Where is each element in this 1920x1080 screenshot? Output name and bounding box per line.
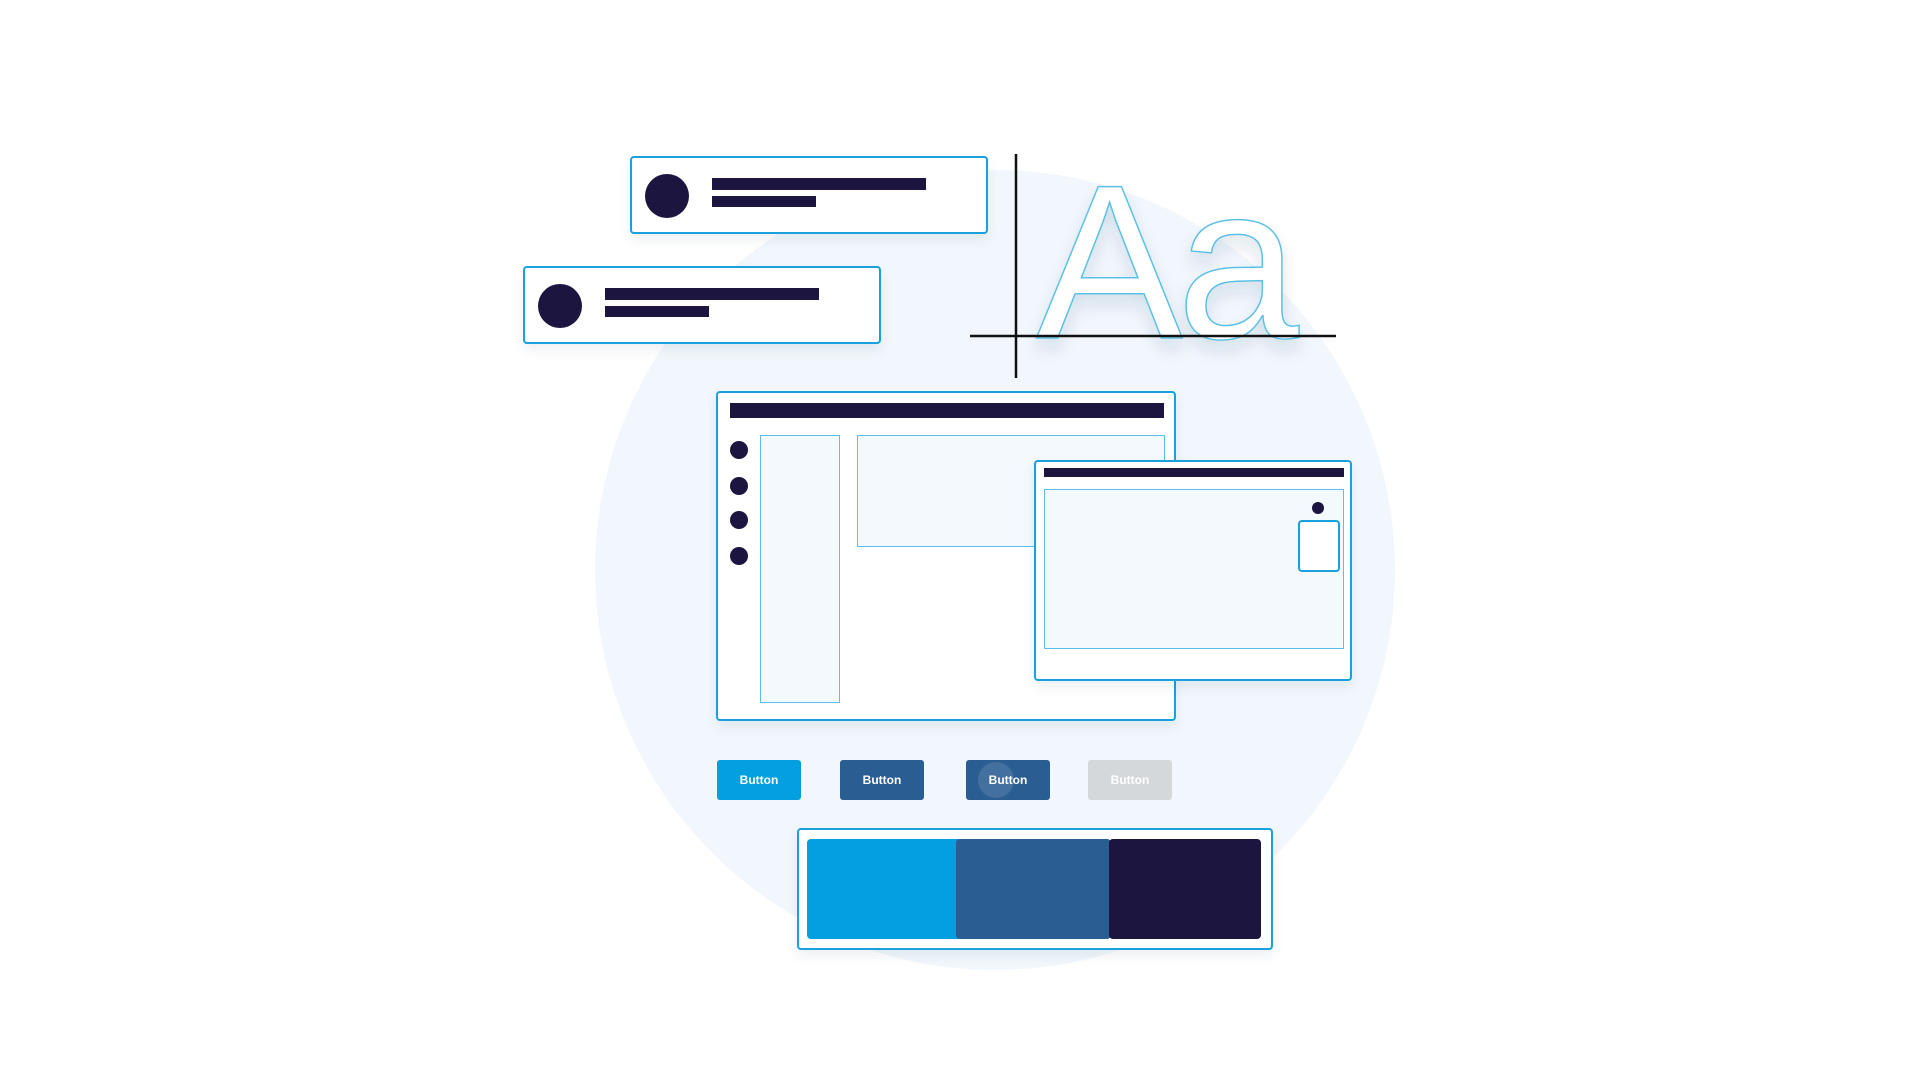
status-dot xyxy=(1312,502,1324,514)
pressed-button[interactable]: Button xyxy=(966,760,1050,800)
color-palette xyxy=(797,828,1273,950)
typography-glyphs: Aa xyxy=(1036,150,1300,385)
nav-dot[interactable] xyxy=(730,511,748,529)
user-card-top[interactable] xyxy=(630,156,988,234)
primary-button[interactable]: Button xyxy=(717,760,801,800)
button-label: Button xyxy=(988,773,1028,787)
secondary-button[interactable]: Button xyxy=(840,760,924,800)
typography-sample: Aa xyxy=(970,150,1336,386)
text-placeholder-line xyxy=(605,306,709,317)
text-placeholder-line xyxy=(712,178,926,190)
text-placeholder-line xyxy=(605,288,819,300)
disabled-button: Button xyxy=(1088,760,1172,800)
window-content-panel xyxy=(1044,489,1344,649)
nav-dot[interactable] xyxy=(730,477,748,495)
user-card-bottom[interactable] xyxy=(523,266,881,344)
nav-dot[interactable] xyxy=(730,547,748,565)
window-sidebar xyxy=(760,435,840,703)
text-placeholder-line xyxy=(712,196,816,207)
window-titlebar xyxy=(1044,468,1344,477)
color-swatch-primary[interactable] xyxy=(807,839,959,939)
avatar xyxy=(538,284,582,328)
window-titlebar xyxy=(730,403,1164,418)
color-swatch-dark[interactable] xyxy=(1109,839,1261,939)
widget-card[interactable] xyxy=(1298,520,1340,572)
button-ripple xyxy=(978,762,1014,798)
avatar xyxy=(645,174,689,218)
app-window-dialog[interactable] xyxy=(1034,460,1352,681)
nav-dot[interactable] xyxy=(730,441,748,459)
color-swatch-secondary[interactable] xyxy=(956,839,1111,939)
